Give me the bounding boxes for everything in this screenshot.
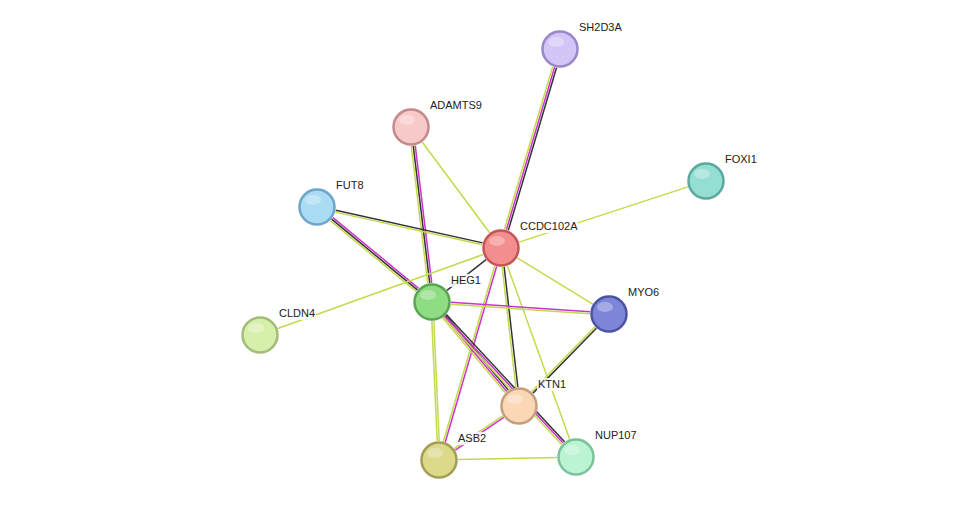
interaction-edge [330, 218, 418, 292]
evidence-line [451, 304, 590, 313]
node-circle-shape [543, 32, 578, 67]
interaction-edge [422, 142, 489, 233]
protein-node: FUT8 [298, 188, 336, 226]
node-highlight [399, 115, 415, 125]
interaction-edge [532, 327, 597, 393]
node-label: CCDC102A [519, 220, 578, 233]
interaction-edge [519, 187, 688, 242]
evidence-line [278, 254, 483, 328]
node-label: FUT8 [335, 179, 365, 192]
node-circle [420, 441, 458, 479]
protein-node: KTN1 [500, 387, 538, 425]
node-label: HEG1 [450, 274, 482, 287]
node-highlight [564, 445, 580, 455]
interaction-edge [458, 457, 557, 459]
node-highlight [248, 323, 264, 333]
node-circle-shape [592, 297, 627, 332]
interaction-edge [411, 146, 431, 284]
evidence-line [454, 416, 503, 449]
node-circle-shape [422, 443, 457, 478]
interaction-edge [517, 258, 593, 304]
protein-node: SH2D3A [541, 30, 579, 68]
node-circle [557, 438, 595, 476]
node-label: NUP107 [594, 429, 638, 442]
evidence-line [458, 457, 557, 459]
node-highlight [694, 169, 710, 179]
node-highlight [305, 195, 321, 205]
interaction-edge [454, 416, 504, 450]
node-highlight [489, 236, 505, 246]
evidence-line [506, 67, 554, 230]
evidence-line [532, 327, 595, 392]
node-circle-shape [689, 164, 724, 199]
evidence-line [332, 219, 418, 290]
node-label: MYO6 [627, 286, 660, 299]
evidence-line [519, 187, 688, 242]
evidence-line [330, 221, 416, 292]
node-label: ADAMTS9 [429, 99, 483, 112]
node-label: ASB2 [457, 432, 487, 445]
evidence-line [445, 267, 496, 443]
evidence-line [451, 302, 590, 311]
node-circle-shape [415, 285, 450, 320]
evidence-line [443, 266, 494, 442]
node-label: KTN1 [537, 378, 567, 391]
node-label: SH2D3A [578, 21, 623, 34]
interaction-edge [451, 302, 590, 313]
node-circle [241, 316, 279, 354]
node-highlight [420, 290, 436, 300]
evidence-line [508, 68, 556, 231]
protein-node: HEG1 [413, 283, 451, 321]
evidence-line [455, 417, 504, 450]
interaction-edge [432, 321, 439, 441]
protein-node: NUP107 [557, 438, 595, 476]
node-circle [500, 387, 538, 425]
node-circle-shape [559, 440, 594, 475]
evidence-line [415, 146, 431, 283]
evidence-line [333, 218, 419, 289]
evidence-line [411, 146, 427, 283]
evidence-line [504, 67, 552, 230]
node-circle [590, 295, 628, 333]
node-circle-shape [394, 110, 429, 145]
node-circle [392, 108, 430, 146]
interaction-edge [447, 260, 486, 291]
interaction-edge [443, 266, 496, 442]
evidence-line [413, 146, 429, 283]
node-circle [541, 30, 579, 68]
node-circle-shape [484, 231, 519, 266]
evidence-line [447, 260, 486, 291]
interaction-edge [504, 67, 556, 231]
protein-node: MYO6 [590, 295, 628, 333]
protein-node: ASB2 [420, 441, 458, 479]
evidence-line [517, 258, 593, 304]
node-circle [413, 283, 451, 321]
evidence-line [443, 318, 506, 393]
node-highlight [597, 302, 613, 312]
node-highlight [427, 448, 443, 458]
node-circle [298, 188, 336, 226]
evidence-line [432, 321, 437, 441]
node-circle [482, 229, 520, 267]
interaction-edge [278, 254, 483, 328]
protein-node: CLDN4 [241, 316, 279, 354]
node-highlight [548, 37, 564, 47]
node-circle [687, 162, 725, 200]
protein-node: CCDC102A [482, 229, 520, 267]
node-circle-shape [300, 190, 335, 225]
node-circle-shape [243, 318, 278, 353]
interaction-edge [502, 267, 518, 387]
evidence-line [533, 328, 596, 393]
evidence-line [422, 142, 489, 233]
protein-node: FOXI1 [687, 162, 725, 200]
node-circle-shape [502, 389, 537, 424]
node-label: FOXI1 [724, 153, 758, 166]
node-label: CLDN4 [278, 307, 316, 320]
protein-node: ADAMTS9 [392, 108, 430, 146]
evidence-line [504, 267, 518, 387]
node-highlight [507, 394, 523, 404]
